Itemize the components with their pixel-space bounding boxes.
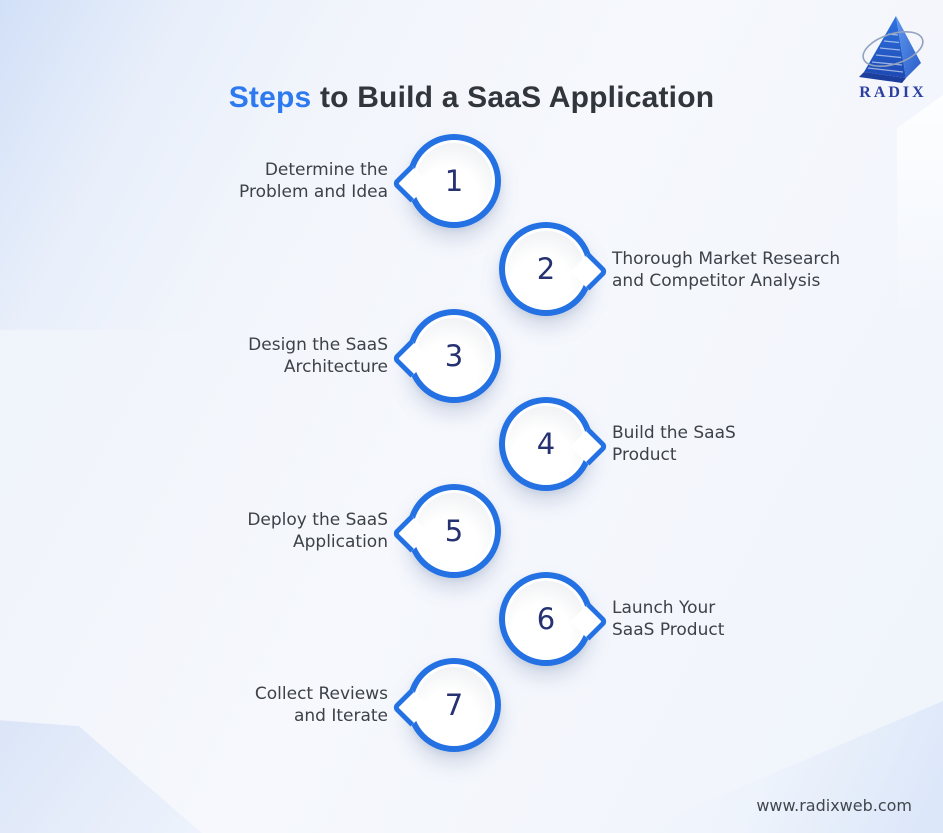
bg-facet-bottom-left [0,720,202,833]
step-7-circle: 7 [391,658,501,752]
pointer-notch-icon [391,339,430,378]
step-3-label: Design the SaaS Architecture [248,335,388,377]
step-3-number: 3 [444,339,464,373]
pointer-notch-icon [391,164,430,203]
website-url: www.radixweb.com [756,796,912,815]
brand-logo: RADIX [851,12,935,102]
step-1-label: Determine the Problem and Idea [239,160,388,202]
step-5-circle: 5 [391,484,501,578]
pointer-notch-icon [391,514,430,553]
step-4-circle: 4 [499,397,609,491]
step-5-label: Deploy the SaaS Application [247,510,388,552]
step-6-label: Launch Your SaaS Product [612,598,725,640]
brand-wordmark: RADIX [859,84,927,101]
step-4-label: Build the SaaS Product [612,423,736,465]
title-rest: to Build a SaaS Application [311,81,715,115]
radix-pyramid-logo-icon [859,16,924,83]
pointer-notch-icon [570,427,609,466]
step-1-number: 1 [444,164,464,198]
step-2-label: Thorough Market Research and Competitor … [612,249,841,291]
page-title: Steps to Build a SaaS Application [0,78,943,118]
step-6-number: 6 [536,602,556,636]
step-5-number: 5 [444,514,464,548]
step-3-circle: 3 [391,309,501,403]
pointer-notch-icon [391,688,430,727]
step-6-circle: 6 [499,572,609,666]
pointer-notch-icon [570,602,609,641]
step-7-label: Collect Reviews and Iterate [254,684,388,726]
step-4-number: 4 [536,427,556,461]
bg-facet-right-edge [897,95,943,315]
step-7-number: 7 [444,688,464,722]
step-2-number: 2 [536,252,556,286]
step-1-circle: 1 [391,134,501,228]
step-2-circle: 2 [499,222,609,316]
pointer-notch-icon [570,252,609,291]
title-highlight: Steps [228,81,312,115]
